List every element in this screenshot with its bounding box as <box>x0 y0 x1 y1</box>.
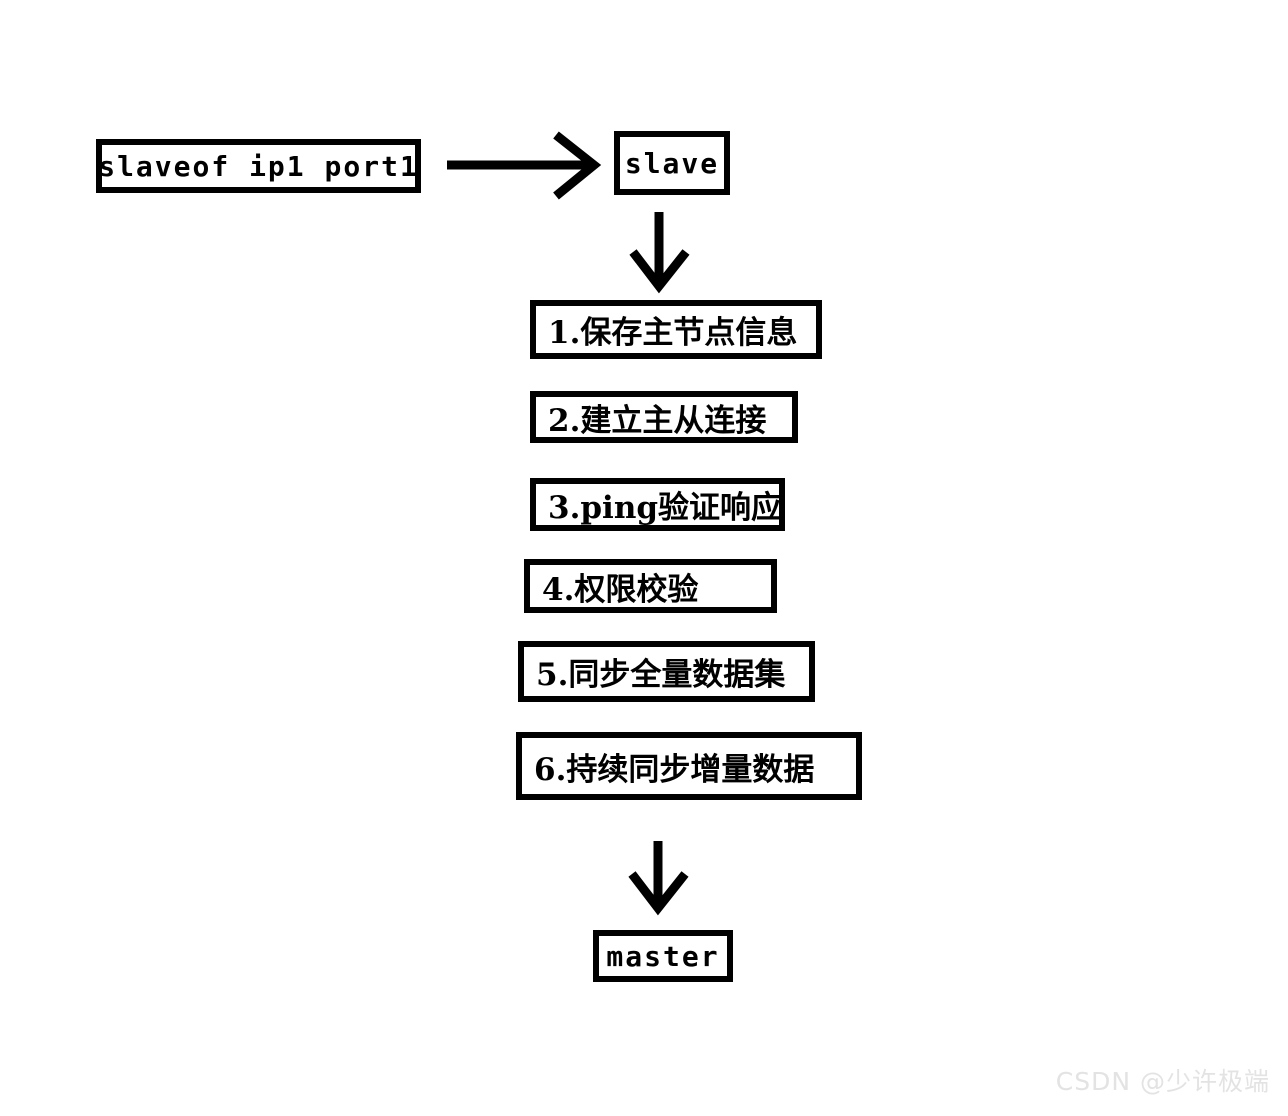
node-label: slave <box>624 146 720 180</box>
node-step-3[interactable]: 3.ping验证响应 <box>530 478 785 531</box>
node-label: 1.保存主节点信息 <box>548 315 798 351</box>
node-slaveof-command[interactable]: slaveof ip1 port1 <box>96 139 421 193</box>
node-label: 3.ping验证响应 <box>548 490 783 526</box>
node-step-4[interactable]: 4.权限校验 <box>524 559 777 613</box>
watermark: CSDN @少许极端 <box>1055 1067 1270 1096</box>
node-label: 2.建立主从连接 <box>548 402 767 439</box>
node-label: 4.权限校验 <box>542 571 699 608</box>
node-label: 5.同步全量数据集 <box>536 657 786 693</box>
node-step-2[interactable]: 2.建立主从连接 <box>530 391 798 443</box>
node-label: master <box>606 939 720 973</box>
node-step-5[interactable]: 5.同步全量数据集 <box>518 641 815 702</box>
node-step-6[interactable]: 6.持续同步增量数据 <box>516 732 862 800</box>
node-master[interactable]: master <box>593 930 733 982</box>
edge-command-to-slave <box>447 131 602 200</box>
node-label: 6.持续同步增量数据 <box>534 751 815 788</box>
edge-step-6-to-master <box>628 841 689 916</box>
node-step-1[interactable]: 1.保存主节点信息 <box>530 300 822 359</box>
node-slave[interactable]: slave <box>614 131 730 195</box>
edge-slave-to-step-1 <box>629 212 690 294</box>
node-label: slaveof ip1 port1 <box>98 149 419 183</box>
